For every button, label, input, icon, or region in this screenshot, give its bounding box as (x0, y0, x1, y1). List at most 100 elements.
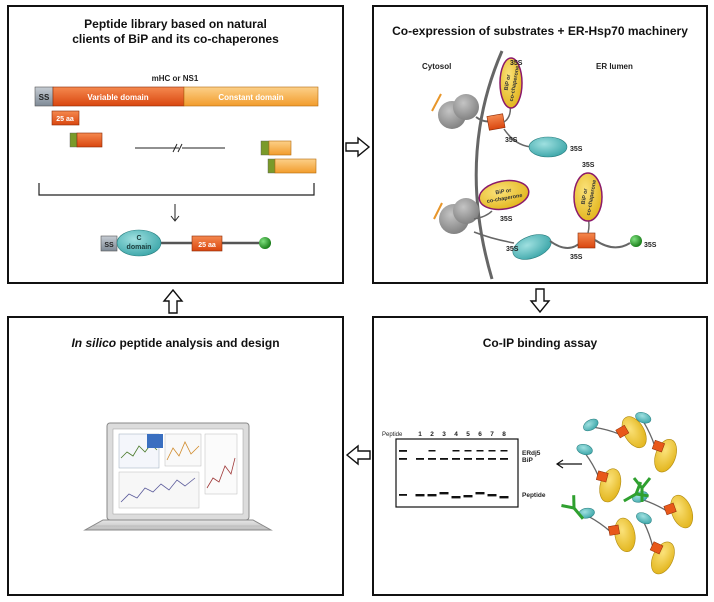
lane-label-5: 5 (466, 431, 470, 438)
band-bip-lane-2 (428, 458, 436, 460)
chain-bottom-3 (594, 239, 631, 249)
band-label-bip: BiP (522, 457, 534, 464)
break-mark-1 (172, 143, 178, 153)
screen-line-3 (206, 457, 236, 489)
band-bip-lane-4 (452, 458, 460, 460)
break-mark-2 (177, 143, 183, 153)
band-peptide-lane-3 (439, 492, 449, 495)
chaperone-bottom-left (478, 179, 530, 211)
lane-labels: 1 2 3 4 5 6 7 8 (418, 431, 506, 438)
chaperone-top (499, 57, 523, 109)
c-domain-bottom (512, 234, 552, 260)
complex-6 (636, 512, 675, 575)
band-peptide-lane-8 (499, 496, 509, 499)
variable-domain-label: Variable domain (87, 93, 148, 102)
chaperone-br-label-1: BiP or (581, 187, 590, 205)
panel-peptide-library: Peptide library based on natural clients… (7, 5, 344, 284)
lane-label-1: 1 (418, 431, 422, 438)
fragment-3 (268, 140, 292, 156)
lane-label-8: 8 (502, 431, 506, 438)
arrow-left (345, 444, 371, 466)
construct-ss-label: SS (104, 242, 114, 249)
panel-in-silico: In silico peptide analysis and design (7, 316, 344, 596)
s35-label-7: 35S (570, 254, 583, 261)
panel-title-line2: clients of BiP and its co-chaperones (72, 32, 279, 46)
band-bip-lane-1 (416, 458, 424, 460)
band-label-peptide: Peptide (522, 492, 546, 499)
s35-label-4: 35S (500, 216, 513, 223)
arrow-right (345, 136, 371, 158)
band-erdj5-lane-6 (476, 450, 484, 452)
er-membrane (474, 50, 504, 280)
panel-title-rest: peptide analysis and design (116, 336, 280, 350)
ladder-band-2 (399, 458, 407, 460)
down-arrow-head (170, 215, 180, 222)
panel-title: In silico peptide analysis and design (9, 336, 342, 350)
chaperone-top-label: BiP or (504, 73, 513, 91)
fragment-2 (76, 132, 103, 148)
laptop-base (83, 519, 273, 531)
lane-label-7: 7 (490, 431, 494, 438)
lane-label-3: 3 (442, 431, 446, 438)
fragment-4 (274, 158, 317, 174)
lane-label-2: 2 (430, 431, 434, 438)
complex-1 (583, 416, 647, 449)
constant-domain-label: Constant domain (218, 93, 283, 102)
band-erdj5-lane-7 (488, 450, 496, 452)
constant-domain (183, 86, 319, 107)
band-erdj5-lane-5 (464, 450, 472, 452)
lane-label-6: 6 (478, 431, 482, 438)
band-erdj5-lane-8 (500, 450, 508, 452)
panel-coexpression: Co-expression of substrates + ER-Hsp70 m… (372, 5, 708, 284)
complex-2 (635, 412, 677, 473)
left-arrow-head (555, 459, 564, 469)
construct-25aa-label: 25 aa (198, 242, 216, 249)
s35-label-2: 35S (505, 137, 518, 144)
s35-label-8: 35S (644, 242, 657, 249)
nascent-chain-top (431, 93, 442, 112)
screen-chart-4 (118, 471, 200, 509)
band-peptide-lane-1 (415, 494, 425, 497)
band-bip-lane-7 (488, 458, 496, 460)
complex-5 (578, 507, 636, 552)
ribosome-bottom-large (453, 198, 479, 224)
peptide-top (486, 113, 506, 131)
c-domain-label-1: C (136, 235, 141, 242)
chain-bottom (473, 231, 515, 244)
band-erdj5-lane-4 (452, 450, 460, 452)
panel-title: Co-expression of substrates + ER-Hsp70 m… (392, 24, 688, 38)
screen-highlight (147, 434, 163, 448)
screen-line-2 (166, 441, 200, 461)
library-diagram: mHC or NS1 SS Variable domain Constant d… (34, 74, 319, 257)
band-peptide-lane-2 (427, 494, 437, 497)
band-peptide-lane-4 (451, 496, 461, 499)
chaperone-bottom-right (573, 172, 603, 222)
construct-25aa (191, 235, 223, 252)
arrow-down (529, 288, 551, 314)
c-domain (116, 229, 162, 257)
er-lumen-label: ER lumen (596, 62, 633, 71)
green-tag (259, 237, 271, 249)
fragment-overlap (69, 132, 78, 148)
screen-line-4 (120, 477, 196, 503)
band-bip-lane-8 (500, 458, 508, 460)
peptide-bottom (577, 232, 596, 249)
chaperone-bl-label-1: BiP or (495, 188, 513, 197)
ladder-band-1 (399, 450, 407, 452)
fragment-25aa (51, 110, 80, 126)
complex-cluster (561, 412, 694, 575)
c-domain-label-2: domain (127, 244, 152, 251)
screen-chart-2 (164, 433, 202, 467)
panel-title-italic: In silico (71, 336, 117, 350)
band-bip-lane-3 (440, 458, 448, 460)
panel-title: Co-IP binding assay (482, 336, 598, 350)
fragment-label: 25 aa (56, 116, 74, 123)
laptop-illustration (83, 422, 273, 531)
s35-label-3: 35S (570, 146, 583, 153)
lane-label-4: 4 (454, 431, 458, 438)
c-domain-top (528, 136, 568, 158)
fragment-overlap-4 (267, 158, 276, 174)
band-peptide-lane-5 (463, 495, 473, 498)
ladder-band-3 (399, 494, 407, 496)
